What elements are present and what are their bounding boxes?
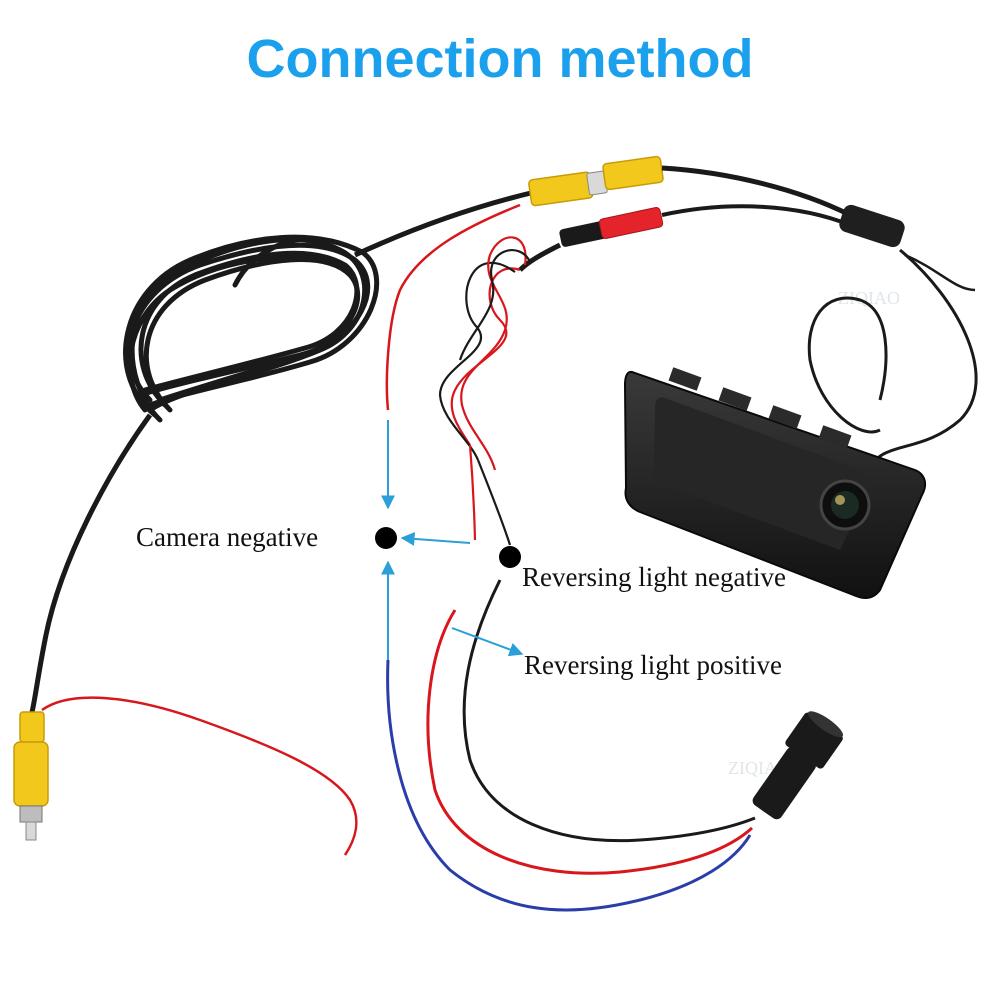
- red-wire-trigger: [41, 696, 358, 856]
- arrow-to-reversing-light-positive: [451, 627, 524, 657]
- reversing-light-negative-dot: [499, 546, 521, 568]
- video-cable-to-rca: [29, 413, 153, 713]
- inline-module: [839, 204, 905, 248]
- label-reversing-light-positive: Reversing light positive: [524, 650, 782, 680]
- camera-handle-unit: [623, 367, 927, 599]
- thin-loop-cable: [807, 296, 888, 434]
- red-black-wire-bundle: [438, 236, 532, 546]
- power-connector: [752, 711, 844, 820]
- red-rca-connector: [559, 207, 664, 247]
- left-yellow-rca-plug: [13, 711, 49, 841]
- cable-module-wire-loop: [904, 253, 976, 292]
- cable-red-rca-to-coil: [518, 242, 562, 272]
- arrow-left-to-camera-negative: [400, 531, 471, 546]
- red-wire-positive: [426, 609, 754, 875]
- page-title: Connection method: [246, 29, 754, 89]
- blue-wire: [386, 659, 752, 912]
- cable-red-rca-to-module: [661, 204, 851, 227]
- black-wire-negative: [462, 579, 756, 843]
- camera-negative-dot: [375, 527, 397, 549]
- cable-coil-to-yellow-rca: [353, 189, 536, 258]
- red-wire-camera-negative: [385, 203, 521, 411]
- cable-module-to-camera: [868, 248, 978, 471]
- coiled-video-cable: [123, 234, 380, 423]
- label-camera-negative: Camera negative: [136, 522, 319, 552]
- cable-yellow-to-module: [661, 165, 852, 218]
- yellow-rca-coupler: [528, 155, 664, 207]
- label-reversing-light-negative: Reversing light negative: [522, 562, 786, 592]
- watermark-top: ZIQIAO: [838, 288, 900, 308]
